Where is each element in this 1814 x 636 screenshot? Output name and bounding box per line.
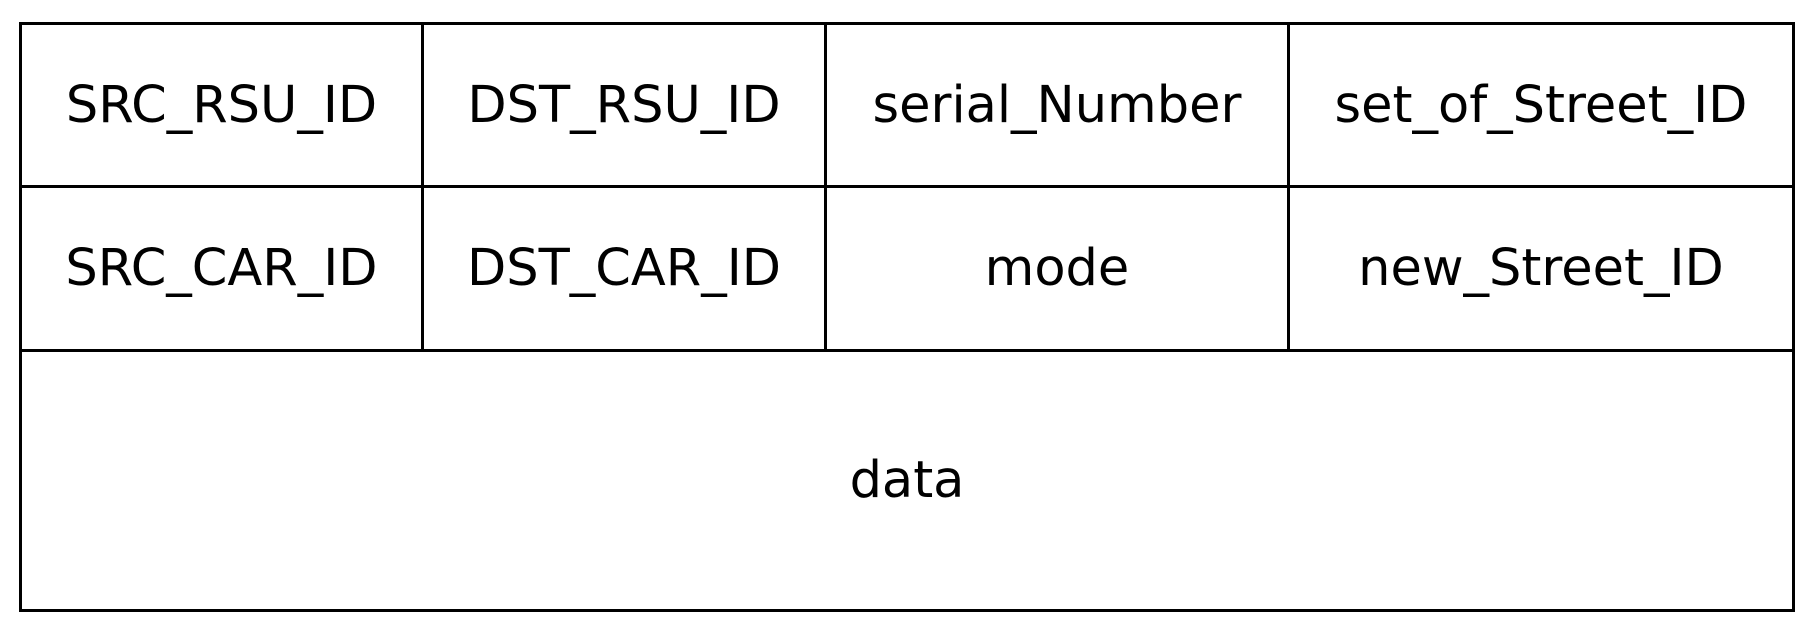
field-data: data <box>849 451 965 510</box>
field-serial-number: serial_Number <box>827 25 1290 188</box>
field-dst-rsu-id: DST_RSU_ID <box>424 25 827 188</box>
field-set-of-street-id: set_of_Street_ID <box>1290 25 1792 188</box>
field-src-car-id: SRC_CAR_ID <box>22 188 424 352</box>
packet-format-table: SRC_RSU_ID DST_RSU_ID serial_Number set_… <box>19 22 1795 612</box>
field-mode: mode <box>827 188 1290 352</box>
field-new-street-id: new_Street_ID <box>1290 188 1792 352</box>
field-src-rsu-id: SRC_RSU_ID <box>22 25 424 188</box>
field-dst-car-id: DST_CAR_ID <box>424 188 827 352</box>
